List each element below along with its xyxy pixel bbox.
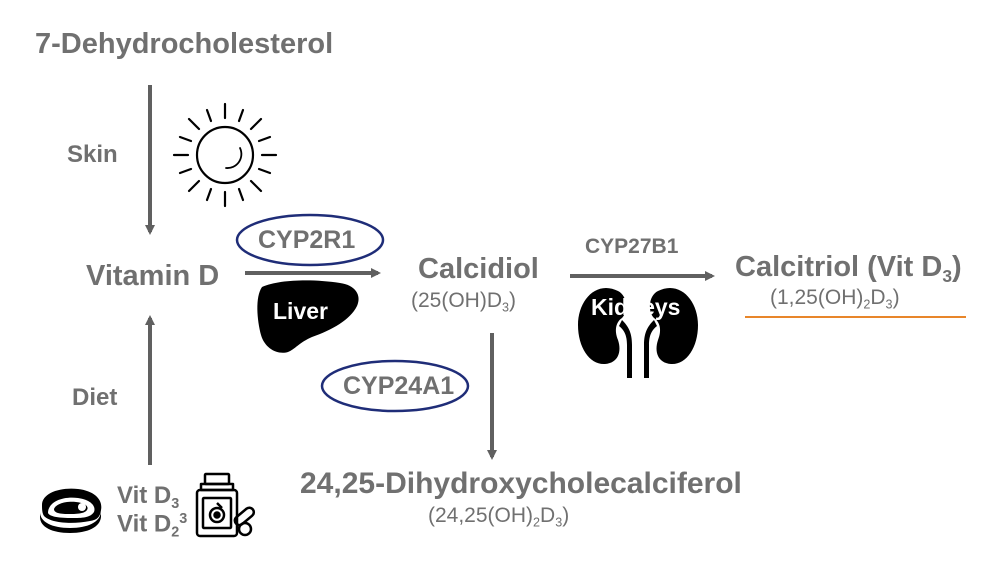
calcitriol-formula-b: D (870, 286, 886, 309)
vit-d2-sup: 3 (179, 511, 188, 527)
enzyme-cyp2r1: CYP2R1 (258, 226, 356, 254)
calcitriol-b: ) (952, 251, 962, 283)
kidneys-icon (578, 288, 698, 378)
vit-d3-a: Vit D (117, 482, 172, 509)
vit-d3-sub: 3 (171, 496, 180, 513)
calcidiol-formula-sub: 3 (502, 300, 510, 315)
calcidiol-formula: (25(OH)D3) (411, 290, 516, 314)
dihydroxy-formula: (24,25(OH)2D3) (428, 505, 569, 529)
enzyme-cyp24a1: CYP24A1 (343, 372, 455, 400)
vit-d2-sub: 2 (171, 524, 180, 541)
liver-icon (257, 280, 359, 353)
calcidiol-formula-a: (25(OH)D (411, 289, 503, 312)
enzyme-cyp27b1: CYP27B1 (585, 235, 679, 258)
node-calcidiol: Calcidiol (418, 253, 539, 285)
label-vit-d3: Vit D3 (117, 482, 180, 513)
label-diet: Diet (72, 384, 118, 411)
dihydroxy-formula-b: D (540, 504, 556, 527)
node-7-dehydrocholesterol: 7-Dehydrocholesterol (35, 28, 334, 60)
calcitriol-sub: 3 (942, 266, 953, 287)
cyp24a1-ellipse (320, 359, 470, 413)
sun-icon (172, 102, 278, 208)
cyp2r1-ellipse (235, 213, 385, 267)
calcitriol-a: Calcitriol (Vit D (735, 251, 943, 283)
supplement-bottle-icon (195, 472, 256, 538)
steak-icon (40, 488, 102, 533)
vit-d2-a: Vit D (117, 510, 172, 538)
node-24-25-dihydroxycholecalciferol: 24,25-Dihydroxycholecalciferol (300, 467, 742, 500)
label-kidneys: Kidneys (591, 294, 681, 320)
dihydroxy-formula-sub2: 3 (555, 515, 563, 530)
calcitriol-formula-c: ) (892, 286, 900, 309)
label-liver: Liver (273, 298, 328, 324)
label-vit-d2: Vit D23 (117, 512, 187, 540)
dihydroxy-formula-c: ) (562, 504, 570, 527)
calcitriol-formula-sub2: 3 (885, 297, 893, 312)
dihydroxy-formula-sub1: 2 (533, 515, 541, 530)
dihydroxy-formula-a: (24,25(OH) (428, 504, 534, 527)
node-calcitriol: Calcitriol (Vit D3) (735, 253, 962, 285)
calcitriol-formula: (1,25(OH)2D3) (770, 287, 900, 311)
calcitriol-formula-a: (1,25(OH) (770, 286, 864, 309)
calcidiol-formula-b: ) (509, 289, 517, 312)
calcitriol-formula-sub1: 2 (863, 297, 871, 312)
node-vitamin-d: Vitamin D (86, 260, 220, 292)
label-skin: Skin (67, 141, 118, 168)
